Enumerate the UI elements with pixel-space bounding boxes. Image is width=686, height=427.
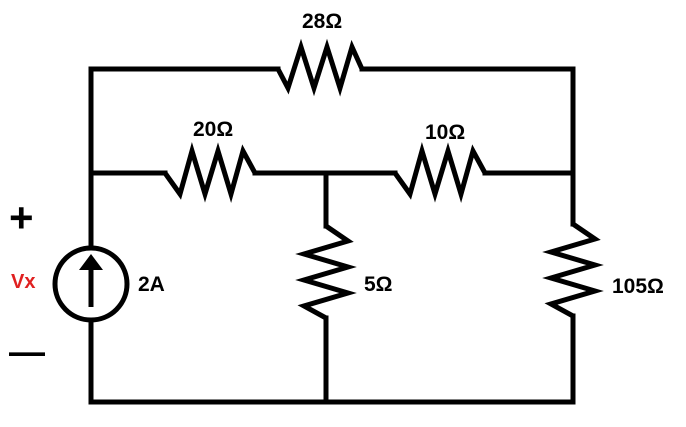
resistor-10-ohm: [392, 142, 488, 203]
resistor-28-ohm: [275, 38, 365, 97]
right-wire-bottom: [88, 313, 576, 405]
label-10-ohm: 10Ω: [425, 121, 466, 144]
resistor-5-ohm: [295, 223, 357, 321]
label-105-ohm: 105Ω: [612, 275, 664, 298]
current-arrow-head: [79, 254, 103, 270]
minus-sign: —: [9, 331, 45, 372]
label-5-ohm: 5Ω: [364, 273, 393, 296]
resistor-105-ohm: [542, 221, 604, 319]
label-2a: 2A: [138, 273, 165, 296]
label-20-ohm: 20Ω: [193, 118, 234, 141]
plus-sign: +: [9, 194, 34, 241]
top-wire-right: [359, 66, 576, 227]
top-wire-left: [88, 66, 281, 248]
label-vx: Vx: [11, 271, 36, 293]
resistor-20-ohm: [162, 142, 258, 203]
label-28-ohm: 28Ω: [302, 10, 343, 33]
